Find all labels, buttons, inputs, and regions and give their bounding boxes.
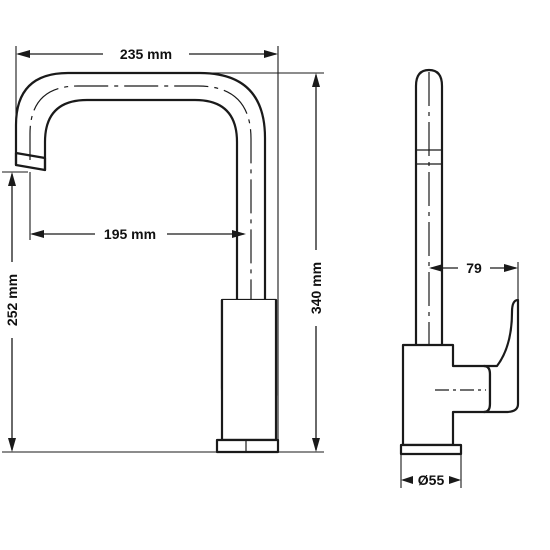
arrow-79-left	[429, 264, 443, 272]
front-view	[14, 71, 280, 454]
arrow-340-top	[312, 73, 320, 87]
spout-inner-contour	[43, 98, 239, 302]
spout-outer-contour	[14, 71, 267, 302]
base-plate	[215, 438, 280, 454]
dim-label-195: 195 mm	[104, 226, 156, 242]
side-dimensions: 79 Ø55	[400, 259, 519, 489]
dim-label-d55: Ø55	[418, 472, 445, 488]
arrow-195-right	[232, 230, 246, 238]
faucet-body	[220, 300, 278, 442]
dim-label-235: 235 mm	[120, 46, 172, 62]
side-view	[399, 68, 520, 456]
dim-label-252: 252 mm	[4, 274, 20, 326]
side-base	[399, 443, 463, 456]
dim-label-79: 79	[466, 260, 482, 276]
arrow-252-bottom	[8, 438, 16, 452]
arrow-79-right	[504, 264, 518, 272]
side-body	[401, 343, 492, 447]
arrow-252-top	[8, 172, 16, 186]
arrow-235-right	[264, 50, 278, 58]
arrow-d55-left	[401, 476, 413, 484]
arrow-235-left	[16, 50, 30, 58]
dim-label-340: 340 mm	[308, 262, 324, 314]
side-tube	[414, 68, 444, 347]
spout-center-line	[29, 85, 252, 300]
arrow-d55-right	[449, 476, 461, 484]
arrow-195-left	[30, 230, 44, 238]
side-lever	[482, 298, 520, 414]
front-dimensions: 235 mm 195 mm 252 mm 340 mm	[2, 45, 325, 453]
spout-nozzle	[14, 151, 47, 172]
arrow-340-bottom	[312, 438, 320, 452]
